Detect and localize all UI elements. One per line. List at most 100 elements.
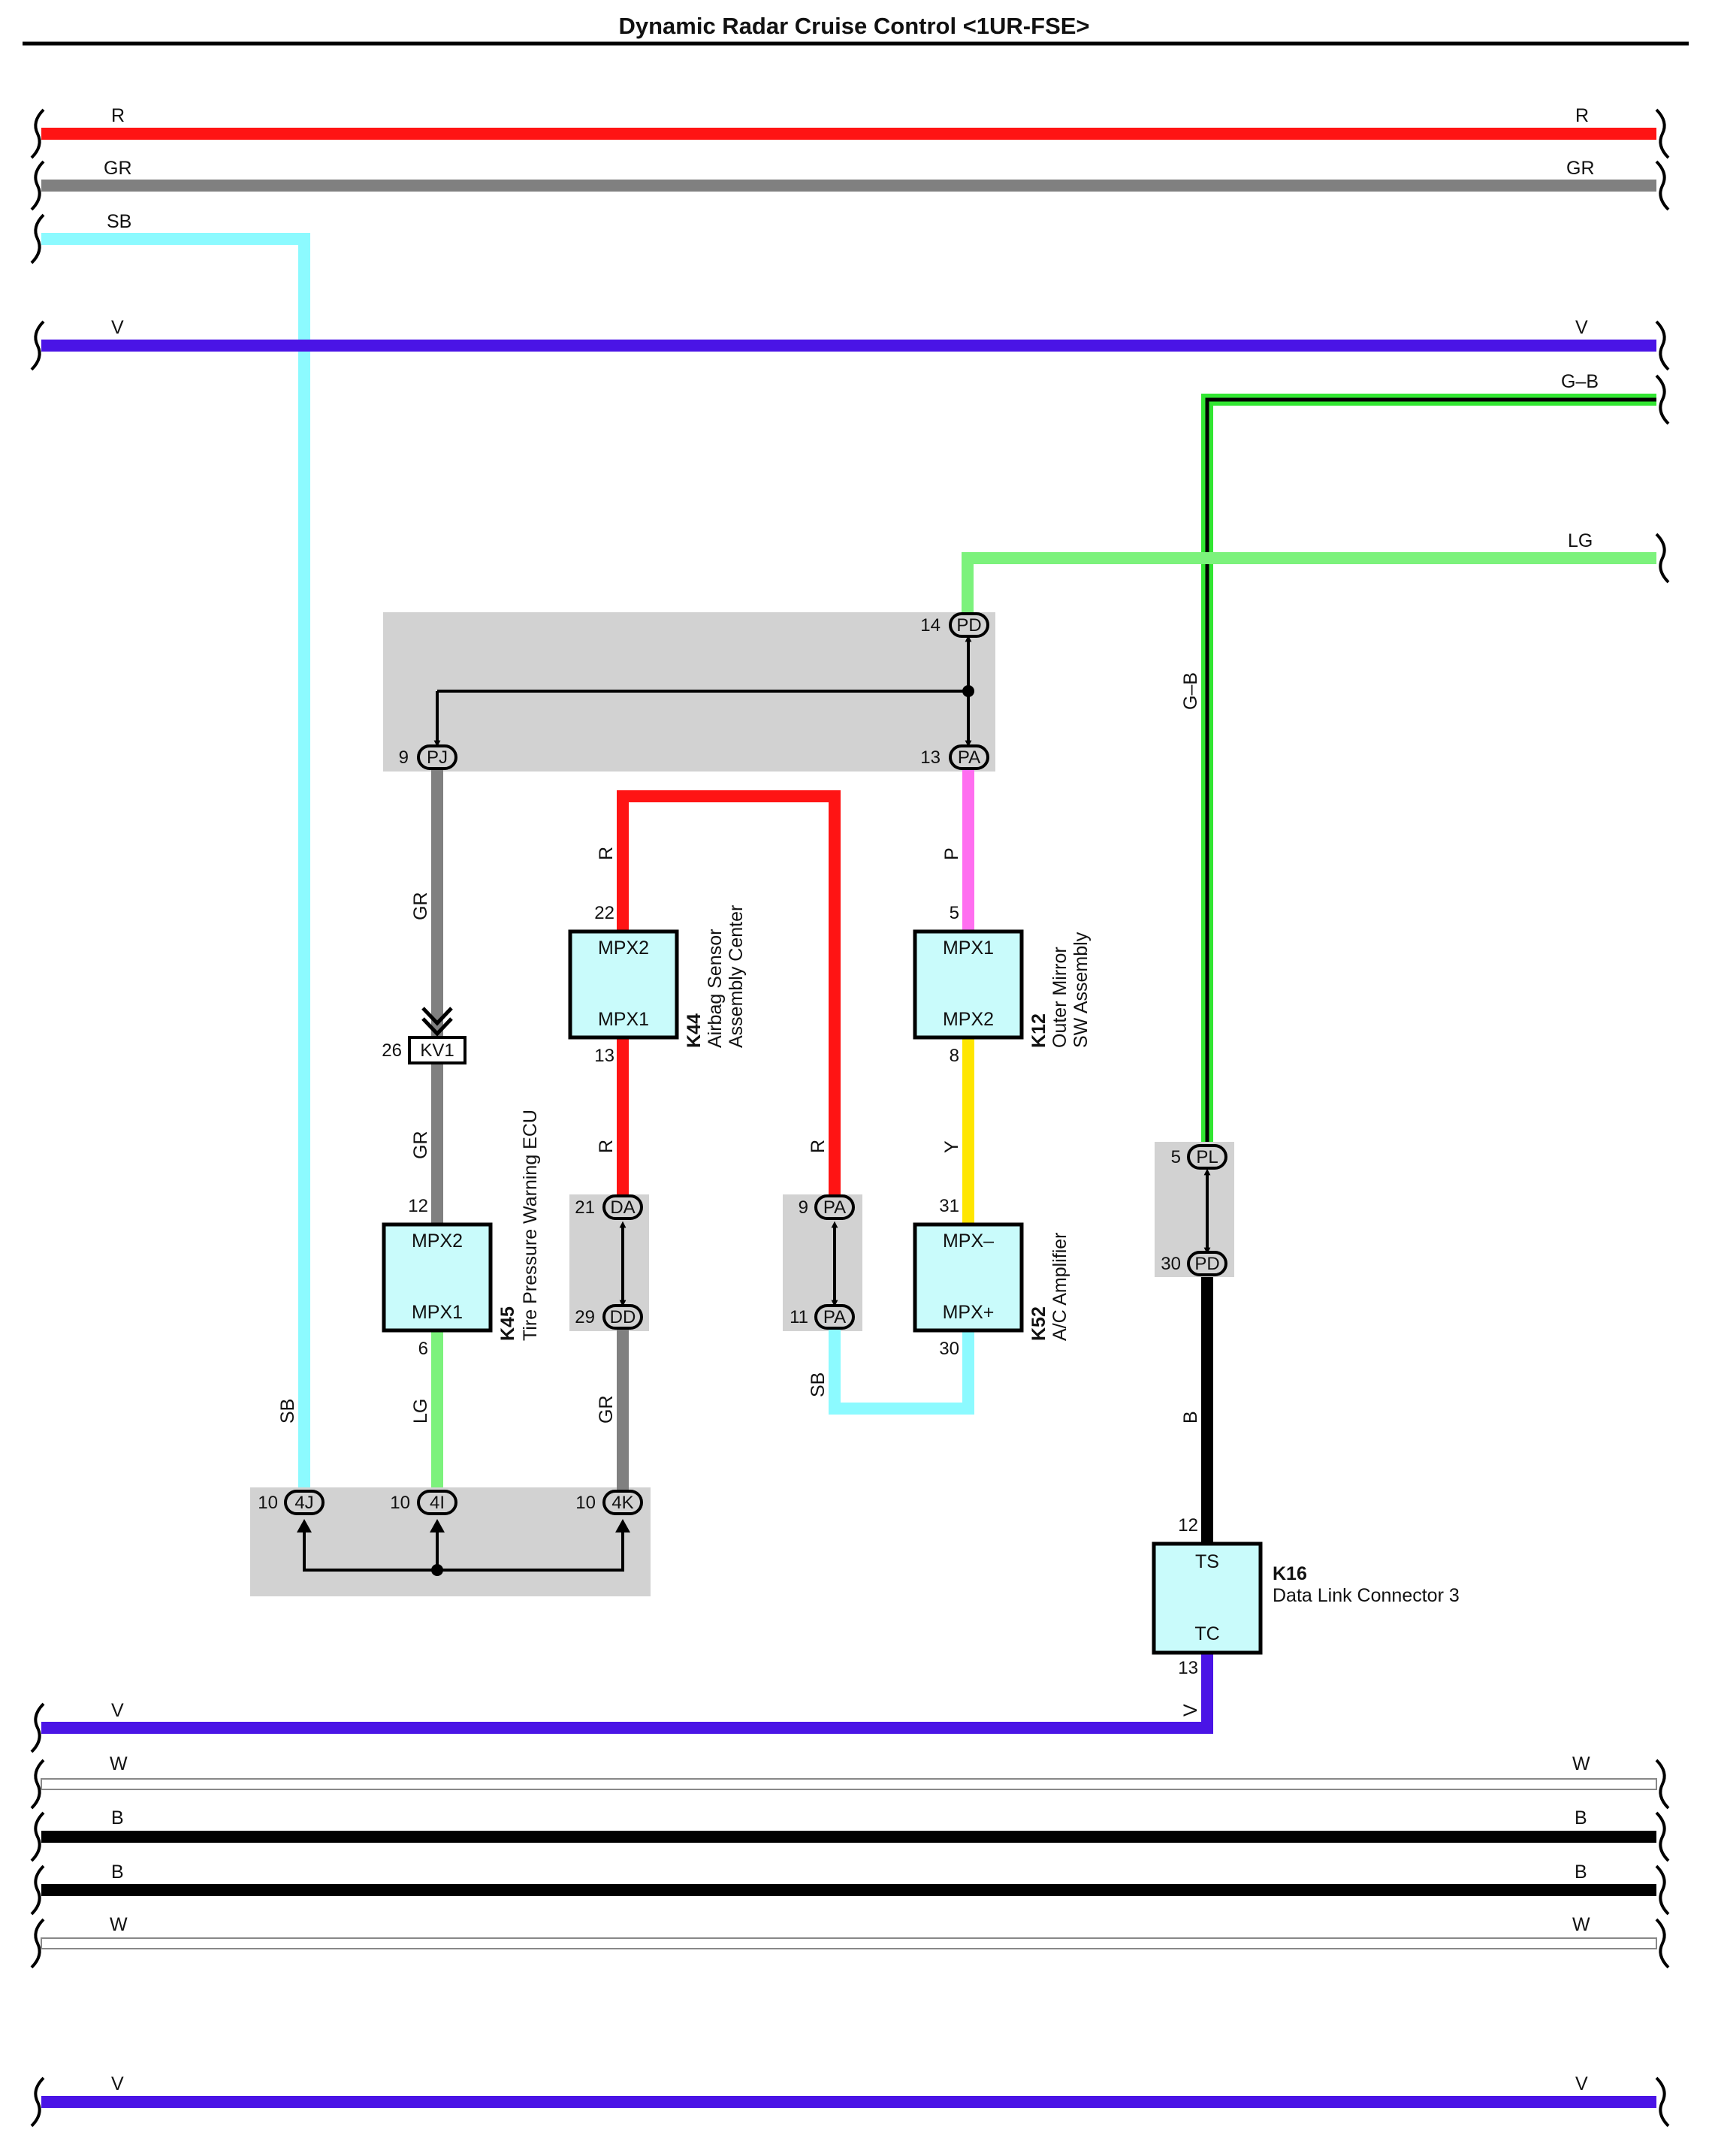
break-right-b6 (1655, 2076, 1670, 2127)
k12-code: K12 (1028, 1013, 1049, 1048)
label-gr-left: GR (104, 158, 132, 179)
conn-pl-pin: 5 (1171, 1147, 1181, 1167)
k44-box (568, 929, 679, 1040)
k45-top-terminal: MPX2 (412, 1230, 463, 1252)
break-right-b3 (1655, 1811, 1670, 1862)
conn-pj (417, 744, 457, 770)
conn-kv1-pin: 26 (382, 1040, 402, 1061)
bottom-bus-wires (41, 1778, 1657, 2108)
k44-code: K44 (684, 1013, 705, 1048)
wl-k45-4i: LG (410, 1399, 431, 1424)
component-k12: MPX1 MPX2 5 8 K12 Outer Mirror SW Assemb… (913, 903, 1092, 1066)
conn-dd-id: DD (610, 1307, 636, 1327)
break-right-3 (1655, 320, 1670, 371)
k52-bottom-terminal: MPX+ (943, 1302, 995, 1323)
bottom-up-arrows (297, 1519, 630, 1532)
break-right-b4 (1655, 1865, 1670, 1916)
k16-top-terminal: TS (1195, 1551, 1219, 1572)
connector-ovals: PD 14 PA 13 PJ 9 KV1 26 DA 21 DD 29 PA 9… (258, 612, 1227, 1515)
label-b-bottom-1-left: B (111, 1807, 124, 1828)
wire-w-bottom-1 (41, 1778, 1657, 1790)
k45-code: K45 (497, 1306, 518, 1341)
conn-pa-11-pin: 11 (790, 1307, 808, 1327)
wire-gb-stripe (1205, 397, 1656, 1161)
conn-pd-top (949, 612, 989, 638)
wl-k12-k52: Y (941, 1140, 962, 1153)
component-k16: TS TC 12 13 K16 Data Link Connector 3 (1152, 1515, 1460, 1678)
wl-k44-top: R (596, 847, 617, 860)
conn-pd-30 (1187, 1251, 1227, 1276)
label-w-bottom-1-right: W (1572, 1753, 1590, 1774)
k44-top-pin: 22 (594, 903, 614, 923)
break-right-b2 (1655, 1759, 1670, 1810)
wl-gb-drop: G–B (1180, 672, 1201, 710)
k44-name-line1: Airbag Sensor (705, 929, 726, 1048)
break-right-1 (1655, 108, 1670, 159)
k12-name-line2: SW Assembly (1070, 932, 1092, 1048)
wire-sb-top (41, 233, 310, 1502)
label-w-bottom-1-left: W (110, 1753, 128, 1774)
label-w-bottom-2-right: W (1572, 1914, 1590, 1935)
break-right-4 (1655, 374, 1670, 425)
k52-top-pin: 31 (939, 1196, 959, 1216)
wire-k44-r-loop (617, 790, 841, 1194)
label-b-bottom-1-right: B (1575, 1807, 1587, 1828)
k12-bottom-pin: 8 (950, 1046, 959, 1066)
break-left-3 (30, 213, 45, 264)
k16-box (1152, 1542, 1263, 1655)
break-right-2 (1655, 160, 1670, 211)
conn-pa-9-pin: 9 (799, 1197, 808, 1218)
k52-code: K52 (1028, 1306, 1049, 1341)
k44-bottom-terminal: MPX1 (598, 1009, 649, 1030)
label-lg-right: LG (1568, 530, 1593, 551)
component-k52: MPX– MPX+ 31 30 K52 A/C Amplifier (913, 1196, 1070, 1359)
splice-bottom-bus (303, 1529, 624, 1572)
wl-pd-k16: B (1180, 1411, 1201, 1424)
conn-pd-top-id: PD (956, 615, 981, 636)
wl-dd-4k: GR (596, 1396, 617, 1424)
k52-top-terminal: MPX– (943, 1230, 994, 1252)
break-left-1 (30, 108, 45, 159)
wl-pj-kv1: GR (410, 892, 431, 921)
break-left-b2 (30, 1759, 45, 1810)
conn-pj-id: PJ (427, 747, 448, 768)
wire-k16-v (41, 1653, 1213, 1734)
k16-name: Data Link Connector 3 (1273, 1585, 1460, 1606)
k12-top-pin: 5 (950, 903, 959, 923)
label-v-right: V (1575, 317, 1588, 338)
break-left-4 (30, 320, 45, 371)
conn-da-id: DA (610, 1197, 635, 1218)
k16-code: K16 (1273, 1563, 1307, 1584)
wire-lg-top (962, 552, 1656, 624)
conn-pd-30-id: PD (1194, 1254, 1219, 1274)
break-right-b5 (1655, 1918, 1670, 1969)
wire-w-bottom-2 (41, 1937, 1657, 1949)
wire-pa-k52-sb (829, 1330, 974, 1415)
wl-pa-k52-sb: SB (808, 1372, 829, 1397)
wl-k16-v: V (1180, 1704, 1201, 1717)
conn-4j-id: 4J (294, 1493, 313, 1513)
wl-k12-top: P (941, 847, 962, 860)
label-b-bottom-2-right: B (1575, 1862, 1587, 1883)
k12-box (913, 929, 1024, 1040)
top-bus-wires (41, 128, 1656, 1502)
splice-internal-lines (303, 635, 1211, 1572)
conn-pd-top-pin: 14 (920, 615, 941, 636)
label-gr-right: GR (1566, 158, 1595, 179)
conn-pl-id: PL (1196, 1147, 1218, 1167)
wl-sb-drop: SB (277, 1399, 298, 1424)
k45-top-pin: 12 (408, 1196, 428, 1216)
k12-name-line1: Outer Mirror (1049, 947, 1070, 1048)
break-left-b6 (30, 2076, 45, 2127)
kv1-chevron-icon (421, 1007, 453, 1037)
component-k45: MPX2 MPX1 12 6 K45 Tire Pressure Warning… (382, 1110, 541, 1359)
k45-bottom-terminal: MPX1 (412, 1302, 463, 1323)
conn-pa-11-id: PA (823, 1307, 846, 1327)
break-left-b4 (30, 1865, 45, 1916)
conn-4j (284, 1490, 325, 1515)
break-left-2 (30, 160, 45, 211)
break-left-b5 (30, 1918, 45, 1969)
conn-4i (417, 1490, 457, 1515)
k52-name: A/C Amplifier (1049, 1233, 1070, 1341)
break-left-b3 (30, 1811, 45, 1862)
